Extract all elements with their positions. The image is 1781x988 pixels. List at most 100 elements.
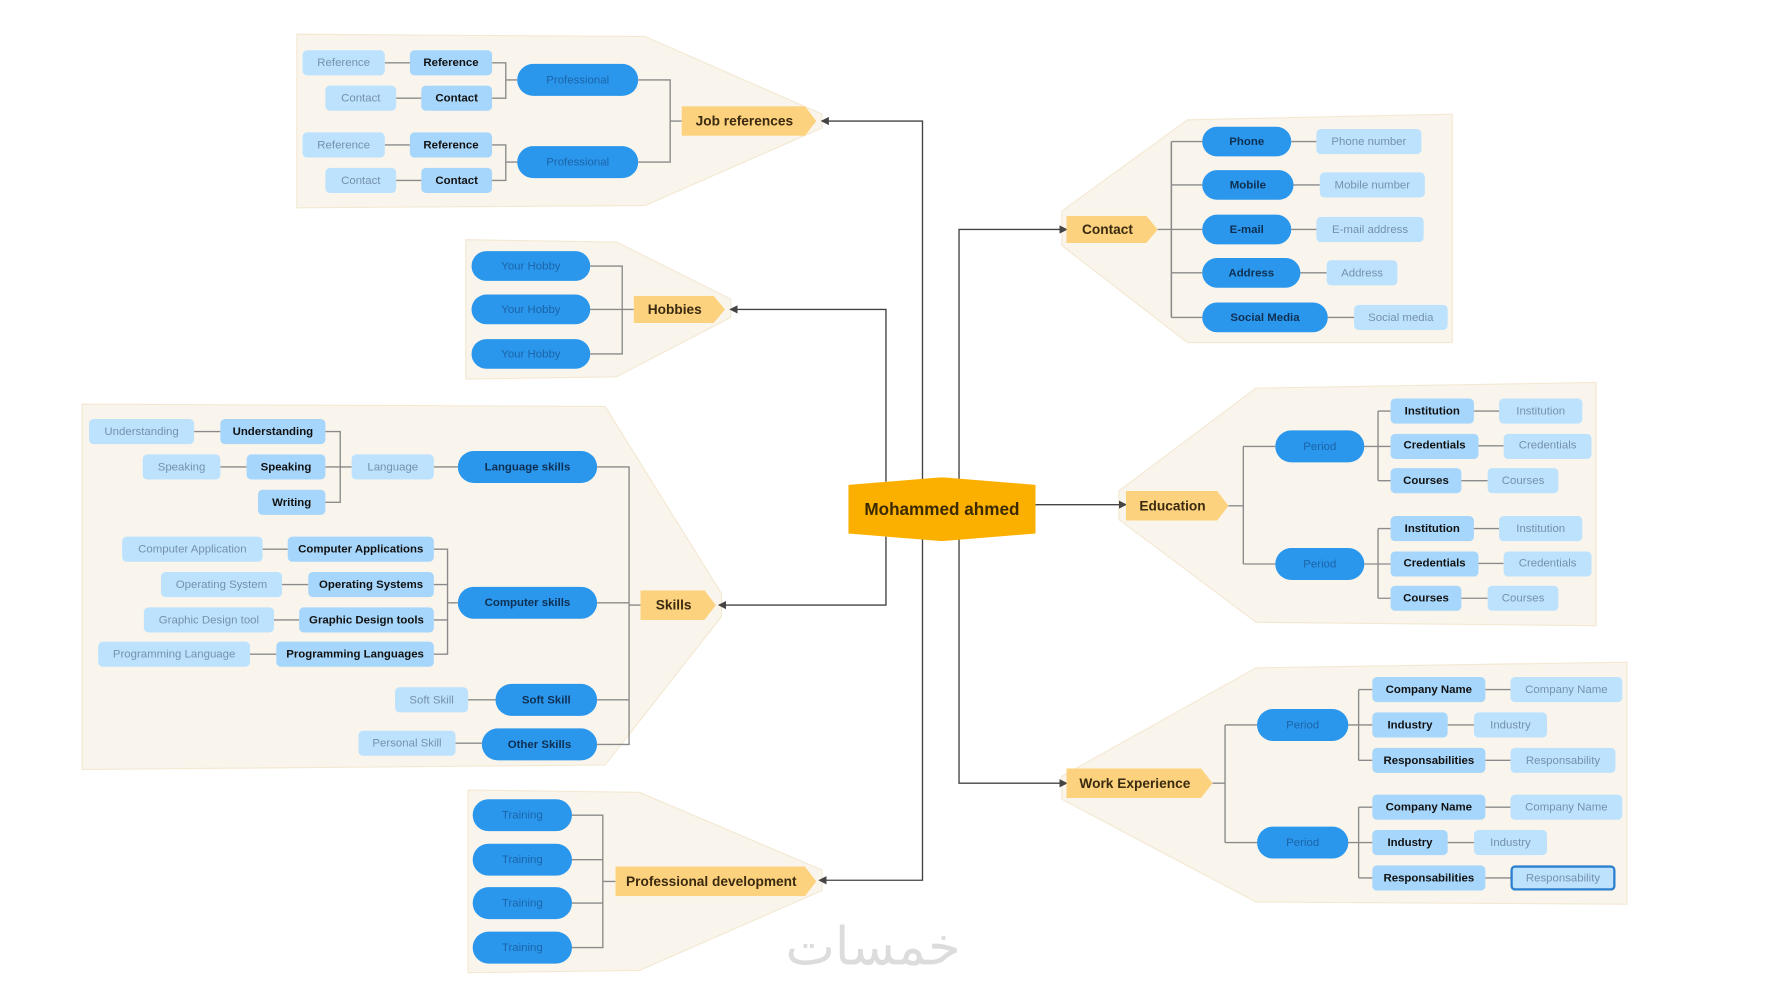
topic-work-experience[interactable]: Work Experience	[1066, 768, 1212, 798]
professional-node[interactable]: Professional	[517, 63, 639, 96]
connector-line	[492, 62, 518, 99]
work-detail-node[interactable]: Responsabilities	[1372, 747, 1486, 773]
work-detail-node[interactable]: Company Name	[1372, 677, 1486, 703]
speaking-node[interactable]: Speaking	[246, 454, 326, 480]
reference-value[interactable]: Reference	[302, 132, 385, 158]
connector-line	[597, 466, 641, 746]
contact-value[interactable]: Social media	[1354, 304, 1448, 330]
hobby-node[interactable]: Your Hobby	[471, 339, 591, 369]
contact-node[interactable]: Contact	[421, 167, 493, 193]
training-node[interactable]: Training	[472, 931, 572, 964]
work-detail-node[interactable]: Company Name	[1372, 794, 1486, 820]
contact-node[interactable]: Contact	[421, 85, 493, 111]
understanding-node[interactable]: Understanding	[220, 419, 326, 445]
job-references-region	[296, 33, 823, 209]
topic-skills[interactable]: Skills	[640, 590, 715, 620]
computer-skills-node[interactable]: Computer skills	[457, 586, 598, 619]
education-detail-node[interactable]: Credentials	[1390, 433, 1479, 459]
education-detail-value[interactable]: Courses	[1487, 468, 1559, 494]
contact-value[interactable]: Contact	[325, 167, 397, 193]
professional-node[interactable]: Professional	[517, 146, 639, 179]
work-detail-value[interactable]: Company Name	[1510, 794, 1623, 820]
language-skills-node[interactable]: Language skills	[457, 450, 598, 483]
education-detail-value[interactable]: Credentials	[1503, 550, 1592, 576]
understanding-value[interactable]: Understanding	[89, 419, 195, 445]
period-node[interactable]: Period	[1257, 708, 1349, 741]
connector-hobbies	[729, 305, 887, 482]
contact-value[interactable]: E-mail address	[1316, 216, 1424, 243]
contact-value[interactable]: Address	[1326, 260, 1398, 286]
connector-work-experience	[958, 538, 1068, 788]
connector-line	[492, 144, 518, 182]
writing-node[interactable]: Writing	[258, 489, 326, 515]
language-node[interactable]: Language	[351, 454, 434, 480]
education-detail-value[interactable]: Institution	[1499, 516, 1583, 542]
computer-skill-value[interactable]: Operating System	[160, 571, 282, 598]
education-detail-value[interactable]: Courses	[1487, 585, 1559, 611]
topic-job-references[interactable]: Job references	[682, 106, 817, 136]
watermark-logo: خمسات	[785, 915, 961, 978]
contact-type-node[interactable]: Phone	[1202, 126, 1292, 157]
connector-line	[571, 814, 616, 949]
computer-skill-node[interactable]: Programming Languages	[276, 641, 434, 667]
contact-value[interactable]: Phone number	[1316, 129, 1422, 155]
topic-professional-development[interactable]: Professional development	[615, 867, 816, 897]
hobby-node[interactable]: Your Hobby	[471, 251, 591, 281]
education-detail-value[interactable]: Credentials	[1503, 433, 1592, 459]
speaking-value[interactable]: Speaking	[142, 454, 221, 480]
connector-job-references	[820, 116, 924, 480]
connector-line	[1157, 140, 1203, 319]
topic-education[interactable]: Education	[1126, 491, 1229, 521]
contact-type-node[interactable]: Social Media	[1202, 302, 1328, 333]
soft-skill-node[interactable]: Soft Skill	[495, 683, 598, 716]
education-detail-value[interactable]: Institution	[1499, 398, 1583, 424]
connector-line	[1377, 527, 1391, 599]
education-detail-node[interactable]: Institution	[1390, 398, 1474, 424]
work-detail-value[interactable]: Industry	[1473, 830, 1548, 856]
period-node[interactable]: Period	[1257, 826, 1349, 859]
soft-skill-value[interactable]: Soft Skill	[395, 687, 469, 713]
computer-skill-value[interactable]: Programming Language	[98, 641, 251, 667]
education-detail-node[interactable]: Courses	[1390, 468, 1462, 494]
hobby-node[interactable]: Your Hobby	[471, 294, 591, 325]
reference-node[interactable]: Reference	[409, 50, 493, 76]
other-skills-node[interactable]: Other Skills	[481, 728, 598, 761]
contact-type-node[interactable]: E-mail	[1202, 214, 1292, 245]
work-detail-node[interactable]: Industry	[1372, 830, 1448, 856]
training-node[interactable]: Training	[472, 799, 572, 832]
connector-line	[1348, 688, 1373, 762]
contact-value[interactable]: Mobile number	[1319, 172, 1425, 198]
topic-contact[interactable]: Contact	[1066, 216, 1157, 243]
work-detail-value[interactable]: Industry	[1473, 712, 1548, 738]
contact-type-node[interactable]: Mobile	[1202, 170, 1294, 200]
training-node[interactable]: Training	[472, 843, 572, 876]
period-node[interactable]: Period	[1275, 430, 1365, 463]
personal-skill-value[interactable]: Personal Skill	[358, 730, 456, 756]
contact-value[interactable]: Contact	[325, 85, 397, 111]
training-node[interactable]: Training	[472, 887, 572, 920]
reference-node[interactable]: Reference	[409, 132, 493, 158]
education-detail-node[interactable]: Institution	[1390, 516, 1474, 542]
work-detail-node[interactable]: Industry	[1372, 712, 1448, 738]
work-detail-value[interactable]: Responsability	[1510, 747, 1616, 773]
education-detail-node[interactable]: Courses	[1390, 585, 1462, 611]
reference-value[interactable]: Reference	[302, 50, 385, 76]
topic-hobbies[interactable]: Hobbies	[634, 296, 725, 323]
computer-skill-value[interactable]: Computer Application	[122, 536, 263, 562]
work-detail-node[interactable]: Responsabilities	[1372, 865, 1486, 891]
work-detail-value[interactable]: Responsability	[1510, 865, 1616, 891]
connector-line	[1242, 445, 1276, 565]
contact-type-node[interactable]: Address	[1202, 258, 1301, 288]
connector-skills	[717, 536, 887, 610]
computer-skill-node[interactable]: Operating Systems	[308, 571, 434, 598]
connector-line	[1212, 724, 1258, 844]
central-topic[interactable]: Mohammed ahmed	[848, 477, 1036, 542]
education-detail-node[interactable]: Credentials	[1390, 550, 1479, 576]
computer-skill-node[interactable]: Computer Applications	[287, 536, 434, 562]
work-detail-value[interactable]: Company Name	[1510, 677, 1623, 703]
computer-skill-value[interactable]: Graphic Design tool	[143, 607, 275, 633]
connector-contact	[958, 225, 1068, 480]
period-node[interactable]: Period	[1275, 548, 1365, 580]
computer-skill-node[interactable]: Graphic Design tools	[299, 607, 434, 633]
connector-professional-development	[818, 538, 924, 885]
